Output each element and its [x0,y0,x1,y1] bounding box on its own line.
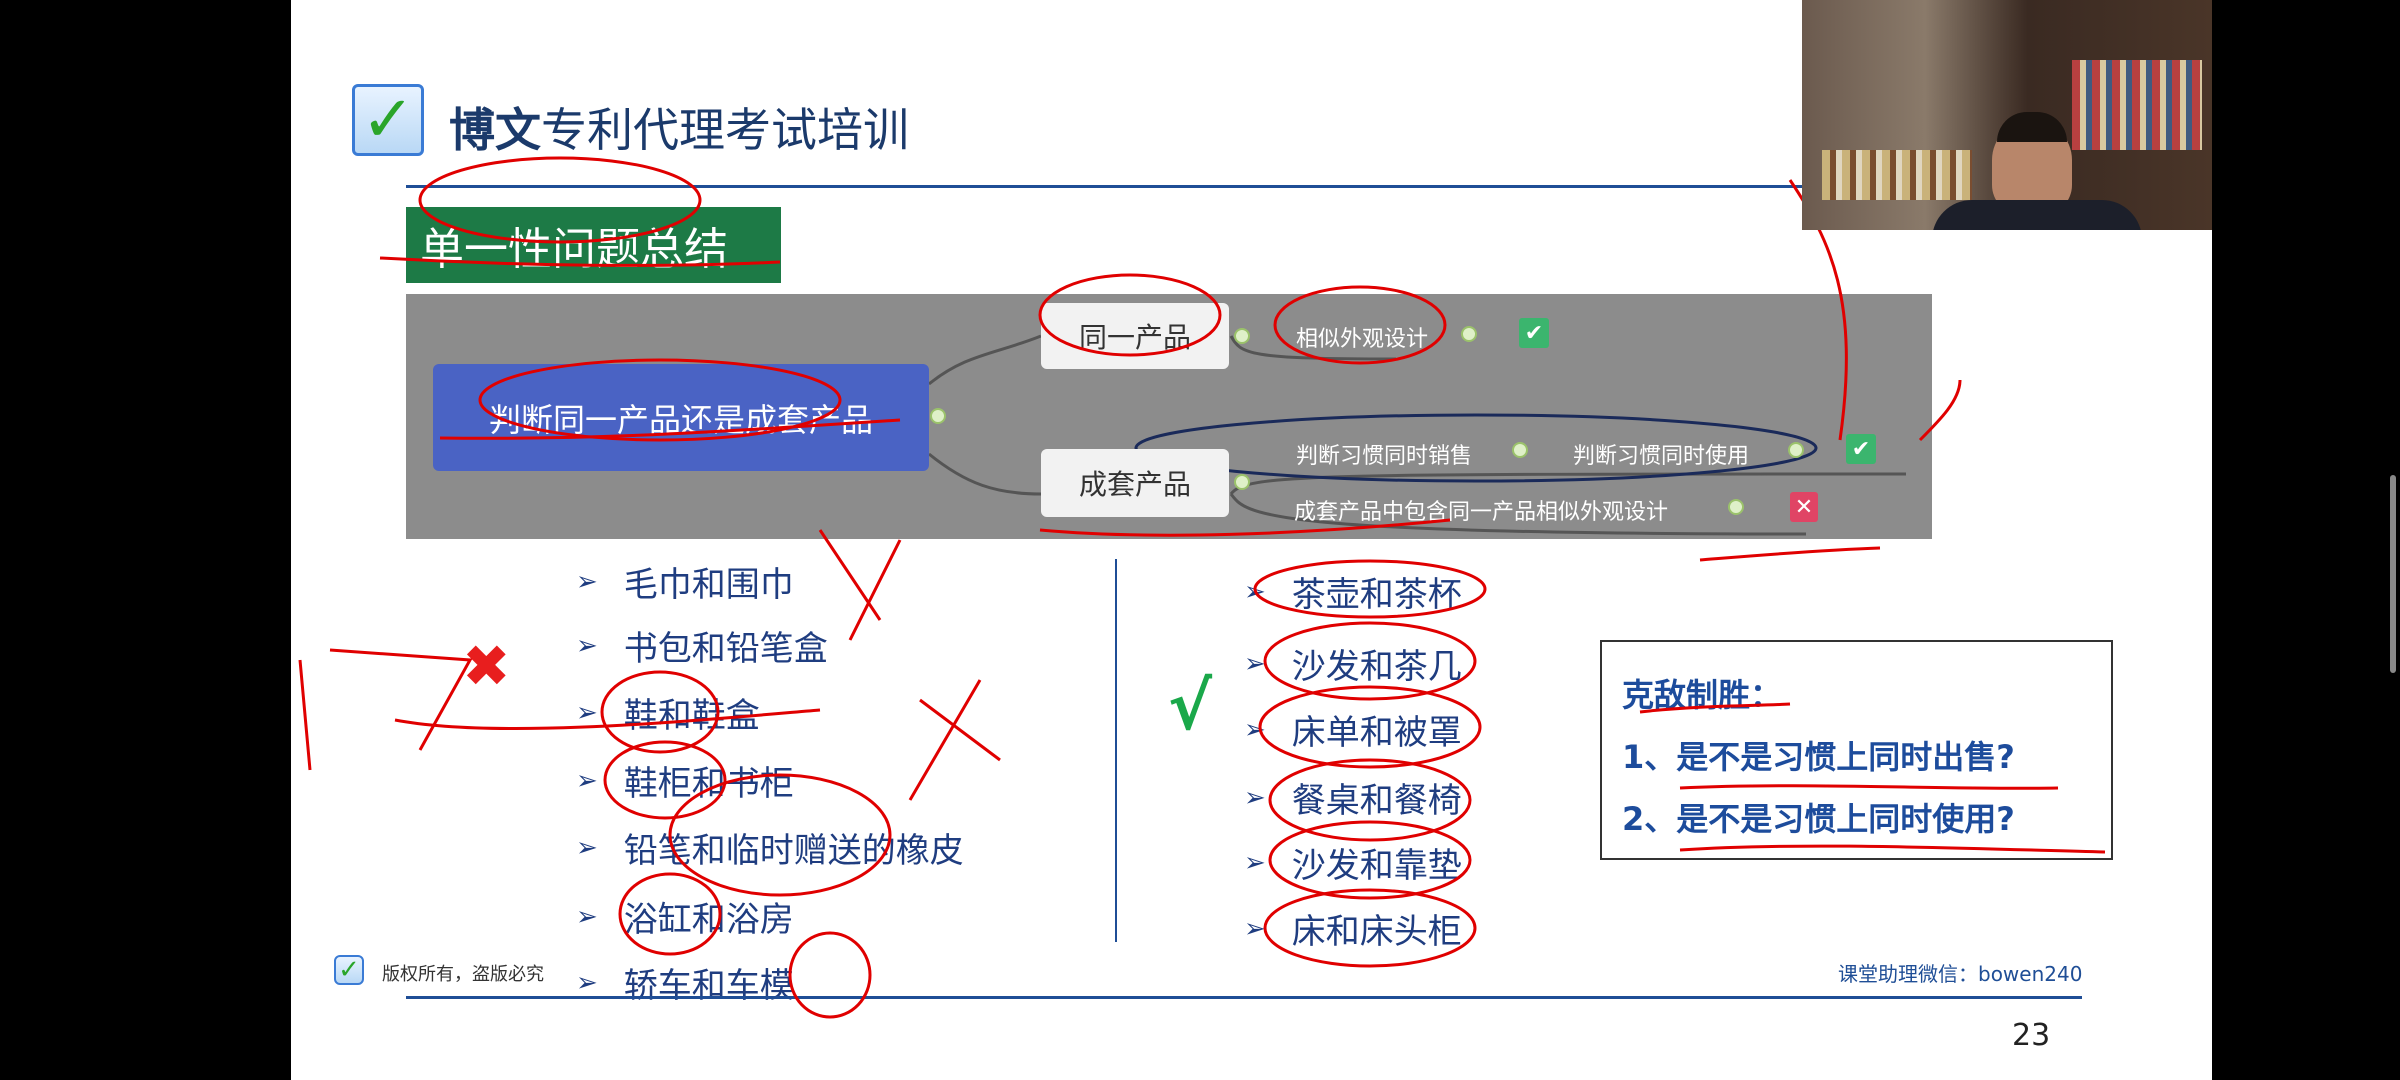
scrollbar[interactable] [2390,475,2396,673]
list-item: ➢ 浴缸和浴房 [576,892,794,941]
list-item-text: 餐桌和餐椅 [1291,781,1462,821]
books [1822,150,1972,200]
collapse-icon[interactable] [1234,328,1250,344]
node-same-product: 同一产品 [1041,303,1229,369]
books [2072,60,2202,150]
arrow-bullet-icon: ➢ [576,630,598,661]
brand-title: 博文专利代理考试培训 [449,94,909,160]
arrow-bullet-icon: ➢ [576,901,598,932]
list-item-text: 鞋和鞋盒 [623,696,760,736]
list-item-text: 轿车和车模 [623,966,794,1006]
header-divider [406,185,2212,188]
list-item-text: 床和床头柜 [1291,912,1462,952]
footer-logo-icon: ✓ [334,955,364,985]
arrow-bullet-icon: ➢ [1244,714,1266,745]
list-divider [1115,559,1117,942]
check-box-icon: ✔ [1519,318,1549,348]
list-item: ➢ 毛巾和围巾 [576,557,794,606]
tip-box: 克敌制胜： 1、是不是习惯上同时出售? 2、是不是习惯上同时使用? [1600,640,2113,860]
logo-check-icon: ✓ [352,84,424,156]
footer-divider [406,996,2082,999]
tip-line: 2、是不是习惯上同时使用? [1622,800,2015,838]
list-item-text: 沙发和靠垫 [1291,846,1462,886]
list-item-text: 沙发和茶几 [1291,647,1462,687]
cross-icon: ✖ [462,632,511,700]
presenter-body [1932,200,2142,230]
leaf-set-contains-similar: 成套产品中包含同一产品相似外观设计 [1294,500,1669,525]
list-item: ➢ 轿车和车模 [576,958,794,1007]
list-item-text: 茶壶和茶杯 [1291,575,1462,615]
page-number: 23 [2012,1018,2051,1053]
list-item-text: 毛巾和围巾 [623,565,794,605]
collapse-icon[interactable] [1788,442,1804,458]
copyright-text: 版权所有，盗版必究 [382,964,544,985]
collapse-icon[interactable] [1728,499,1744,515]
list-item: ➢ 床和床头柜 [1244,904,1462,953]
list-item-text: 鞋柜和书柜 [623,764,794,804]
list-item: ➢ 鞋柜和书柜 [576,756,794,805]
list-item: ➢ 鞋和鞋盒 [576,688,760,737]
arrow-bullet-icon: ➢ [576,832,598,863]
assistant-wechat: 课堂助理微信：bowen240 [1838,962,2083,986]
leaf-similar-design: 相似外观设计 [1296,327,1429,352]
root-node: 判断同一产品还是成套产品 [433,364,929,471]
arrow-bullet-icon: ➢ [576,566,598,597]
list-item: ➢ 餐桌和餐椅 [1244,773,1462,822]
arrow-bullet-icon: ➢ [1244,648,1266,679]
list-item-text: 书包和铅笔盒 [623,629,828,669]
brand-bold: 博文 [449,103,541,157]
tip-line: 1、是不是习惯上同时出售? [1622,738,2015,776]
mind-map: 判断同一产品还是成套产品 同一产品 相似外观设计 ✔ 成套产品 判断习惯同时销售… [406,294,1932,539]
node-set-product: 成套产品 [1041,449,1229,517]
collapse-icon[interactable] [1512,442,1528,458]
arrow-bullet-icon: ➢ [576,967,598,998]
arrow-bullet-icon: ➢ [1244,576,1266,607]
brand-rest: 专利代理考试培训 [541,103,909,157]
tip-title: 克敌制胜： [1622,676,1783,714]
check-box-icon: ✔ [1846,434,1876,464]
list-item: ➢ 床单和被罩 [1244,705,1462,754]
arrow-bullet-icon: ➢ [1244,782,1266,813]
arrow-bullet-icon: ➢ [1244,913,1266,944]
x-box-icon: ✕ [1790,492,1818,522]
leaf-sold-together: 判断习惯同时销售 [1296,444,1473,469]
check-icon: √ [1168,668,1213,745]
list-item: ➢ 铅笔和临时赠送的橡皮 [576,823,964,872]
collapse-icon[interactable] [1234,474,1250,490]
collapse-icon[interactable] [930,408,946,424]
list-item: ➢ 书包和铅笔盒 [576,621,828,670]
webcam-video [1802,0,2212,230]
arrow-bullet-icon: ➢ [1244,847,1266,878]
collapse-icon[interactable] [1461,326,1477,342]
list-item-text: 铅笔和临时赠送的橡皮 [623,831,964,871]
leaf-used-together: 判断习惯同时使用 [1573,444,1750,469]
section-title: 单一性问题总结 [406,207,781,283]
arrow-bullet-icon: ➢ [576,765,598,796]
list-item: ➢ 茶壶和茶杯 [1244,567,1462,616]
list-item-text: 浴缸和浴房 [623,900,794,940]
list-item-text: 床单和被罩 [1291,713,1462,753]
list-item: ➢ 沙发和靠垫 [1244,838,1462,887]
list-item: ➢ 沙发和茶几 [1244,639,1462,688]
arrow-bullet-icon: ➢ [576,697,598,728]
